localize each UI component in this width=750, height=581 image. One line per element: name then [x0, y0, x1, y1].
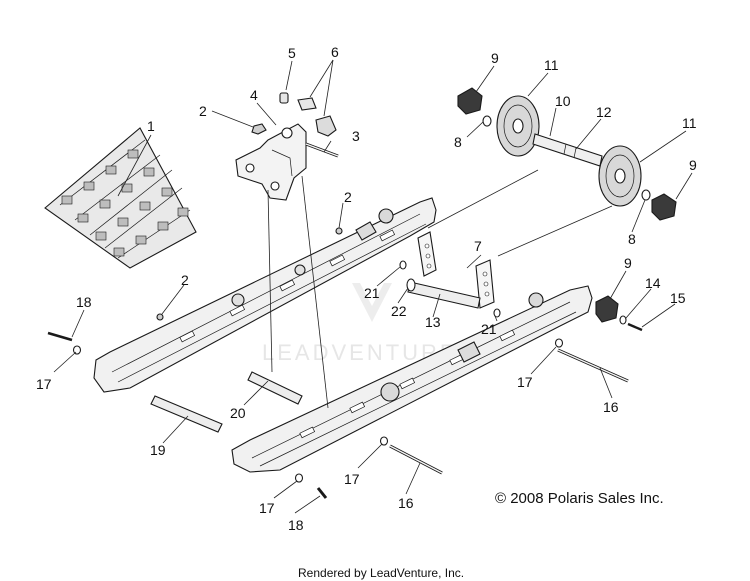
part-2-nuts[interactable] — [156, 227, 343, 321]
part-16-rear-bolt-upper[interactable] — [557, 348, 629, 383]
part-8-washer-right[interactable] — [641, 189, 651, 201]
part-13-rear-cross-shaft[interactable] — [407, 281, 481, 309]
callout-17: 17 — [36, 376, 52, 392]
part-15-bolt[interactable] — [627, 322, 643, 332]
callout-5: 5 — [288, 45, 296, 61]
callout-18: 18 — [288, 517, 304, 533]
callout-9: 9 — [491, 50, 499, 66]
part-1-clip-strip[interactable] — [44, 127, 197, 269]
part-3-bolt[interactable] — [305, 142, 339, 158]
callout-13: 13 — [425, 314, 441, 330]
callout-8: 8 — [628, 231, 636, 247]
part-20-front-cross-shaft[interactable] — [247, 371, 303, 405]
part-9-idler-cap-rail[interactable] — [595, 295, 619, 323]
callout-14: 14 — [645, 275, 661, 291]
callout-2: 2 — [199, 103, 207, 119]
callout-16: 16 — [398, 495, 414, 511]
callout-11: 11 — [544, 57, 559, 73]
callout-17: 17 — [259, 500, 275, 516]
callout-9: 9 — [689, 157, 697, 173]
part-17-washers[interactable] — [72, 338, 564, 483]
footer-credit: Rendered by LeadVenture, Inc. — [298, 566, 464, 580]
callout-19: 19 — [150, 442, 166, 458]
callout-22: 22 — [391, 303, 407, 319]
part-18-bolt-lower[interactable] — [316, 487, 328, 499]
callout-21: 21 — [364, 285, 380, 301]
callout-17: 17 — [517, 374, 533, 390]
part-6-spacers[interactable] — [297, 97, 337, 137]
callout-16: 16 — [603, 399, 619, 415]
part-9-idler-cap-left[interactable] — [457, 87, 483, 115]
right-rail[interactable] — [93, 197, 437, 393]
callout-2: 2 — [181, 272, 189, 288]
callout-3: 3 — [352, 128, 360, 144]
callout-10: 10 — [555, 93, 571, 109]
part-9-idler-cap-right[interactable] — [651, 193, 677, 221]
part-11-idler-wheel-left[interactable] — [496, 95, 540, 157]
callout-9: 9 — [624, 255, 632, 271]
callout-11: 11 — [682, 115, 697, 131]
callout-15: 15 — [670, 290, 686, 306]
callout-18: 18 — [76, 294, 92, 310]
leader-lines — [53, 59, 693, 514]
callout-2: 2 — [344, 189, 352, 205]
part-18-bolt-upper[interactable] — [47, 331, 73, 342]
copyright-notice: © 2008 Polaris Sales Inc. — [495, 490, 664, 507]
part-14-washer[interactable] — [619, 315, 627, 325]
part-11-idler-wheel-right[interactable] — [598, 145, 642, 207]
part-7-rear-arm-plates[interactable] — [417, 231, 495, 309]
callout-17: 17 — [344, 471, 360, 487]
part-2-nut-upper[interactable] — [251, 123, 267, 135]
callout-labels: 1 2 2 2 3 4 5 6 7 8 8 9 9 9 10 11 11 12 … — [36, 44, 697, 533]
part-21-washers[interactable] — [399, 260, 501, 318]
callout-7: 7 — [474, 238, 482, 254]
callout-4: 4 — [250, 87, 258, 103]
callout-6: 6 — [331, 44, 339, 60]
callout-21: 21 — [481, 321, 497, 337]
callout-1: 1 — [147, 118, 155, 134]
callout-12: 12 — [596, 104, 612, 120]
part-8-washer-left[interactable] — [482, 115, 492, 127]
part-19-front-shaft[interactable] — [150, 395, 223, 433]
part-5-bushing[interactable] — [279, 92, 289, 104]
part-16-rear-bolt-lower[interactable] — [389, 444, 443, 475]
part-4-front-arm-bracket[interactable] — [235, 123, 307, 201]
callout-20: 20 — [230, 405, 246, 421]
left-rail[interactable] — [231, 285, 593, 473]
part-22-spacer[interactable] — [406, 278, 416, 292]
callout-8: 8 — [454, 134, 462, 150]
part-12-idler-axle[interactable] — [532, 133, 603, 167]
